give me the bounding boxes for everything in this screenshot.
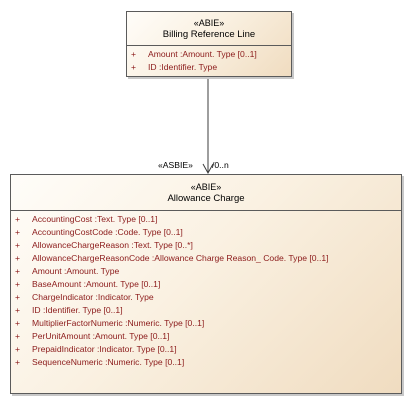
attribute-text: MultiplierFactorNumeric :Numeric. Type [… [32,318,205,328]
attribute-text: Amount :Amount. Type [32,266,120,276]
visibility-marker: + [15,227,21,237]
visibility-marker: + [15,305,21,315]
visibility-marker: + [15,240,21,250]
class-attribute[interactable]: + PrepaidIndicator :Indicator. Type [0..1… [11,343,401,356]
visibility-marker: + [15,357,21,367]
visibility-marker: + [15,344,21,354]
class-attribute[interactable]: + AccountingCostCode :Code. Type [0..1] [11,226,401,239]
class-divider [127,45,291,46]
attribute-text: Amount :Amount. Type [0..1] [148,49,257,59]
class-attribute[interactable]: + Amount :Amount. Type [11,265,401,278]
attribute-text: AllowanceChargeReason :Text. Type [0..*] [32,240,193,250]
attribute-text: ChargeIndicator :Indicator. Type [32,292,154,302]
class-attribute[interactable]: + Amount :Amount. Type [0..1] [127,48,291,61]
class-header: «ABIE» Allowance Charge [11,175,401,210]
class-name: Billing Reference Line [162,29,256,40]
class-header: «ABIE» Billing Reference Line [127,12,291,45]
visibility-marker: + [15,318,21,328]
attribute-text: PrepaidIndicator :Indicator. Type [0..1] [32,344,177,354]
class-attribute[interactable]: + SequenceNumeric :Numeric. Type [0..1] [11,356,401,369]
visibility-marker: + [15,253,21,263]
attribute-text: BaseAmount :Amount. Type [0..1] [32,279,161,289]
class-attribute[interactable]: + ChargeIndicator :Indicator. Type [11,291,401,304]
class-attribute[interactable]: + PerUnitAmount :Amount. Type [0..1] [11,330,401,343]
class-stereotype: «ABIE» [193,18,225,28]
attribute-text: PerUnitAmount :Amount. Type [0..1] [32,331,170,341]
attribute-text: ID :Identifier. Type [148,62,218,72]
attribute-text: AccountingCost :Text. Type [0..1] [32,214,158,224]
association-multiplicity: /0..n [212,160,229,170]
class-stereotype: «ABIE» [190,182,222,192]
class-attribute[interactable]: + ID :Identifier. Type [0..1] [11,304,401,317]
visibility-marker: + [131,49,137,59]
attribute-text: SequenceNumeric :Numeric. Type [0..1] [32,357,185,367]
allowance-charge-class[interactable]: «ABIE» Allowance Charge + AccountingCost … [10,174,402,394]
class-attribute[interactable]: + BaseAmount :Amount. Type [0..1] [11,278,401,291]
visibility-marker: + [15,214,21,224]
class-name: Allowance Charge [167,193,245,204]
attribute-list: + AccountingCost :Text. Type [0..1] + Accou… [11,211,401,369]
class-attribute[interactable]: + MultiplierFactorNumeric :Numeric. Type … [11,317,401,330]
visibility-marker: + [15,266,21,276]
class-divider [11,210,401,211]
class-attribute[interactable]: + AccountingCost :Text. Type [0..1] [11,213,401,226]
attribute-text: AllowanceChargeReasonCode :Allowance Cha… [32,253,329,263]
class-attribute[interactable]: + AllowanceChargeReasonCode :Allowance Ch… [11,252,401,265]
association-role-label: «ASBIE» [158,160,193,170]
class-attribute[interactable]: + ID :Identifier. Type [127,61,291,74]
attribute-text: AccountingCostCode :Code. Type [0..1] [32,227,183,237]
attribute-list: + Amount :Amount. Type [0..1] + ID :Identif… [127,46,291,74]
attribute-text: ID :Identifier. Type [0..1] [32,305,123,315]
visibility-marker: + [15,279,21,289]
class-attribute[interactable]: + AllowanceChargeReason :Text. Type [0..*… [11,239,401,252]
visibility-marker: + [15,292,21,302]
visibility-marker: + [15,331,21,341]
billing-reference-line-class[interactable]: «ABIE» Billing Reference Line + Amount :A… [126,11,292,77]
visibility-marker: + [131,62,137,72]
